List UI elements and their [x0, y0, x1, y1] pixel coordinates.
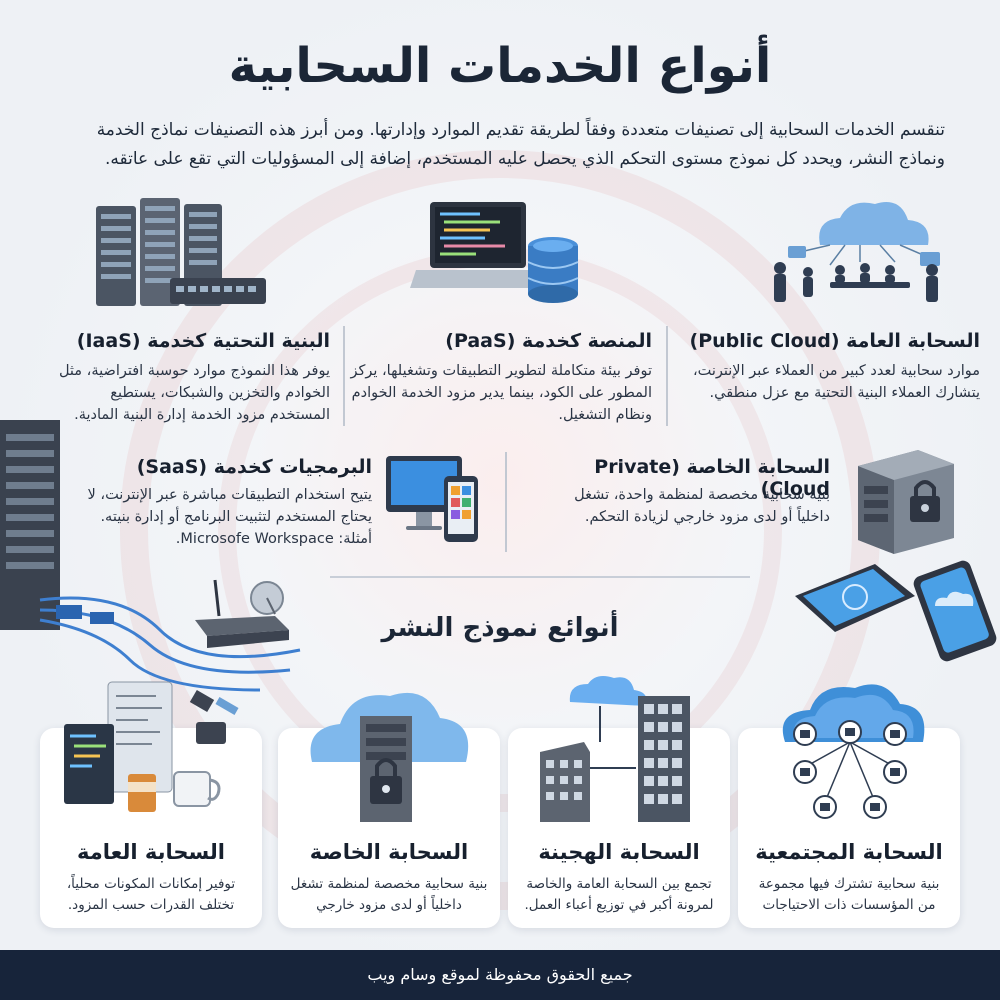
private-cloud-title: السحابة الخاصة (Private Cloud) — [594, 456, 830, 500]
community-cloud-icon — [782, 684, 925, 819]
cloud-network-icon — [774, 202, 940, 302]
divider-3 — [505, 452, 507, 552]
buildings-icon — [540, 676, 690, 822]
private-cloud-server-icon — [310, 692, 469, 822]
intro-paragraph: تنقسم الخدمات السحابية إلى تصنيفات متعدد… — [96, 120, 945, 169]
public-cloud-text: موارد سحابية لعدد كبير من العملاء عبر ال… — [692, 363, 980, 401]
deployment-title: أنوائع نموذج النشر — [381, 613, 619, 643]
iaas-title: البنية التحتية كخدمة (IaaS) — [76, 330, 330, 352]
server-cables-icon — [0, 420, 301, 692]
card-title: السحابة المجتمعية — [755, 840, 943, 864]
card-text: بنية سحابية تشترك فيها مجموعة من المؤسسا… — [758, 876, 940, 913]
iaas-text: يوفر هذا النموذج موارد حوسبة افتراضية، م… — [58, 363, 330, 423]
card-text: تجمع بين السحابة العامة والخاصة لمرونة أ… — [524, 876, 714, 913]
card-title: السحابة العامة — [77, 840, 225, 864]
private-cloud-text: بنية سحابية مخصصة لمنظمة واحدة، تشغل داخ… — [574, 487, 830, 525]
public-workspace-icon — [64, 681, 239, 812]
card-text: توفير إمكانات المكونات محلياً، تختلف الق… — [66, 876, 236, 913]
saas-text: يتيح استخدام التطبيقات مباشرة عبر الإنتر… — [87, 487, 372, 547]
devices-cloud-icon — [795, 560, 997, 662]
page-title: أنواع الخدمات السحابية — [228, 38, 772, 94]
server-rack-icon — [96, 198, 266, 306]
saas-title: البرمجيات كخدمة (SaaS) — [136, 456, 372, 478]
router-icon — [195, 579, 289, 648]
paas-text: توفر بيئة متكاملة لتطوير التطبيقات وتشغي… — [350, 363, 652, 423]
horizontal-divider — [330, 576, 750, 578]
database-icon — [527, 237, 579, 303]
card-title: السحابة الخاصة — [309, 840, 469, 864]
copyright-footer: جميع الحقوق محفوظة لموقع وسام ويب — [0, 950, 1000, 1000]
card-text: بنية سحابية مخصصة لمنظمة تشغل داخلياً أو… — [290, 876, 488, 913]
desktop-phone-icon — [386, 456, 478, 542]
divider-1 — [666, 326, 668, 426]
divider-2 — [343, 326, 345, 426]
public-cloud-title: السحابة العامة (Public Cloud) — [689, 330, 980, 352]
secure-server-icon — [858, 450, 954, 554]
card-title: السحابة الهجينة — [538, 840, 700, 864]
paas-title: المنصة كخدمة (PaaS) — [445, 330, 652, 352]
deployment-card-community: السحابة المجتمعية بنية سحابية تشترك فيها… — [738, 728, 960, 928]
laptop-code-icon — [410, 202, 550, 288]
